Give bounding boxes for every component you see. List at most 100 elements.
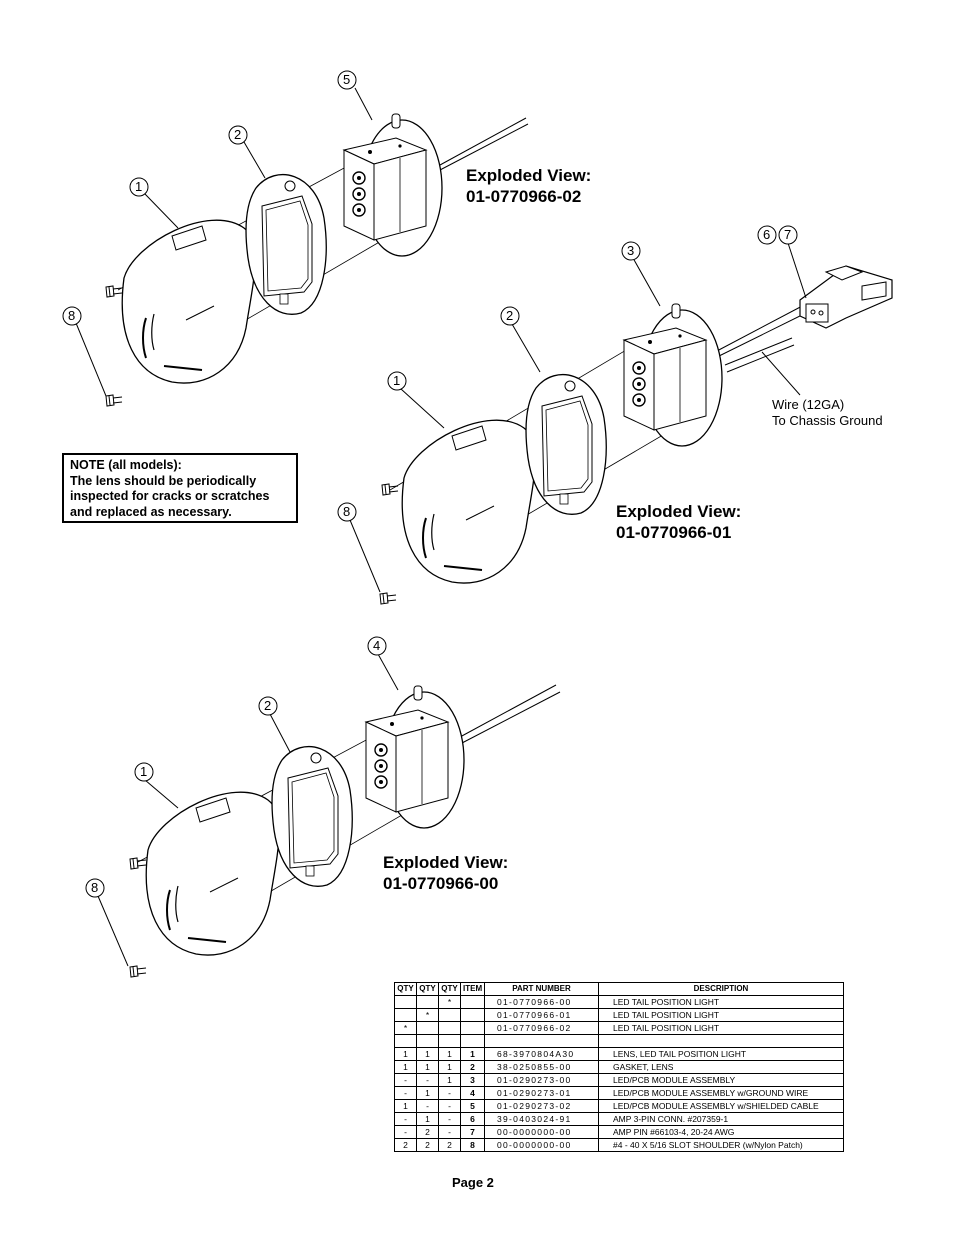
cell-qty-3: * [438,995,461,1009]
header-qty-2: QTY [416,982,439,996]
cell-qty-2 [416,995,439,1009]
cell-item: 6 [460,1112,485,1126]
cell-qty-3 [438,1034,461,1048]
callout-v3-8: 8 [91,880,99,895]
cell-item: 5 [460,1099,485,1113]
cell-description: GASKET, LENS [598,1060,844,1074]
cell-item [460,1008,485,1022]
cell-qty-1: - [394,1125,417,1139]
cell-part-number: 01-0770966-01 [484,1008,599,1022]
cell-qty-1 [394,1034,417,1048]
cell-qty-2 [416,1034,439,1048]
cell-item: 8 [460,1138,485,1152]
cell-item [460,1021,485,1035]
cell-qty-2: 2 [416,1125,439,1139]
cell-qty-1 [394,995,417,1009]
cell-description [598,1034,844,1048]
cell-qty-1: 2 [394,1138,417,1152]
cell-qty-1: 1 [394,1047,417,1061]
header-qty-1: QTY [394,982,417,996]
cell-description: LED TAIL POSITION LIGHT [598,995,844,1009]
cell-description: AMP PIN #66103-4, 20-24 AWG [598,1125,844,1139]
cell-qty-2: * [416,1008,439,1022]
header-description: DESCRIPTION [598,982,844,996]
cell-part-number: 68-3970804A30 [484,1047,599,1061]
cell-part-number: 00-0000000-00 [484,1125,599,1139]
callout-v3-4: 4 [373,638,381,653]
cell-qty-3: - [438,1086,461,1100]
cell-qty-1: 1 [394,1060,417,1074]
cell-qty-2: 1 [416,1112,439,1126]
cell-description: LED/PCB MODULE ASSEMBLY w/GROUND WIRE [598,1086,844,1100]
wire-label: Wire (12GA) To Chassis Ground [772,397,883,429]
callout-v2-8: 8 [343,504,351,519]
view-2-leaders [349,242,807,593]
view-title-1-part: 01-0770966-02 [466,187,582,206]
cell-qty-3 [438,1008,461,1022]
callout-v1-2: 2 [234,127,242,142]
callout-circles [62,70,798,898]
view-title-3: Exploded View: 01-0770966-00 [383,852,508,894]
cell-part-number: 38-0250855-00 [484,1060,599,1074]
header-part-number: PART NUMBER [484,982,599,996]
callout-v2-1: 1 [393,373,401,388]
view-title-2-label: Exploded View: [616,502,742,521]
callout-v2-2: 2 [506,308,514,323]
callout-v2-6: 6 [763,227,771,242]
cell-description: LENS, LED TAIL POSITION LIGHT [598,1047,844,1061]
view-3-parts [129,684,561,978]
callout-v1-1: 1 [135,179,143,194]
cell-qty-3: 2 [438,1138,461,1152]
cell-qty-1: - [394,1112,417,1126]
note-line-4: and replaced as necessary. [70,504,232,519]
wire-label-line1: Wire (12GA) [772,397,845,412]
view-2-parts [379,265,893,605]
cell-part-number: 01-0770966-02 [484,1021,599,1035]
cell-qty-3 [438,1021,461,1035]
cell-description: LED/PCB MODULE ASSEMBLY w/SHIELDED CABLE [598,1099,844,1113]
cell-description: LED/PCB MODULE ASSEMBLY [598,1073,844,1087]
cell-qty-1: * [394,1021,417,1035]
cell-qty-2: 1 [416,1060,439,1074]
cell-qty-3: - [438,1112,461,1126]
view-1-parts [105,113,529,407]
cell-qty-2: - [416,1099,439,1113]
cell-qty-2: 1 [416,1047,439,1061]
cell-description: AMP 3-PIN CONN. #207359-1 [598,1112,844,1126]
cell-qty-3: - [438,1099,461,1113]
view-title-3-label: Exploded View: [383,853,509,872]
cell-item: 2 [460,1060,485,1074]
header-item: ITEM [460,982,485,996]
cell-qty-2: 2 [416,1138,439,1152]
cell-item [460,1034,485,1048]
callout-v2-7: 7 [784,227,792,242]
cell-part-number [484,1034,599,1048]
parts-table-header: QTY QTY QTY ITEM PART NUMBER DESCRIPTION [394,982,844,996]
maintenance-note: NOTE (all models): The lens should be pe… [62,453,298,523]
cell-qty-1: - [394,1086,417,1100]
cell-qty-3: - [438,1125,461,1139]
cell-qty-1: - [394,1073,417,1087]
view-title-1-label: Exploded View: [466,166,592,185]
cell-qty-2 [416,1021,439,1035]
view-3-leaders [97,653,399,967]
page-number: Page 2 [452,1175,494,1190]
cell-qty-1 [394,1008,417,1022]
cell-part-number: 39-0403024-91 [484,1112,599,1126]
cell-qty-2: 1 [416,1086,439,1100]
cell-qty-2: - [416,1073,439,1087]
cell-part-number: 01-0290273-00 [484,1073,599,1087]
cell-qty-3: 1 [438,1073,461,1087]
cell-part-number: 01-0290273-02 [484,1099,599,1113]
cell-item: 3 [460,1073,485,1087]
view-title-1: Exploded View: 01-0770966-02 [466,165,591,207]
